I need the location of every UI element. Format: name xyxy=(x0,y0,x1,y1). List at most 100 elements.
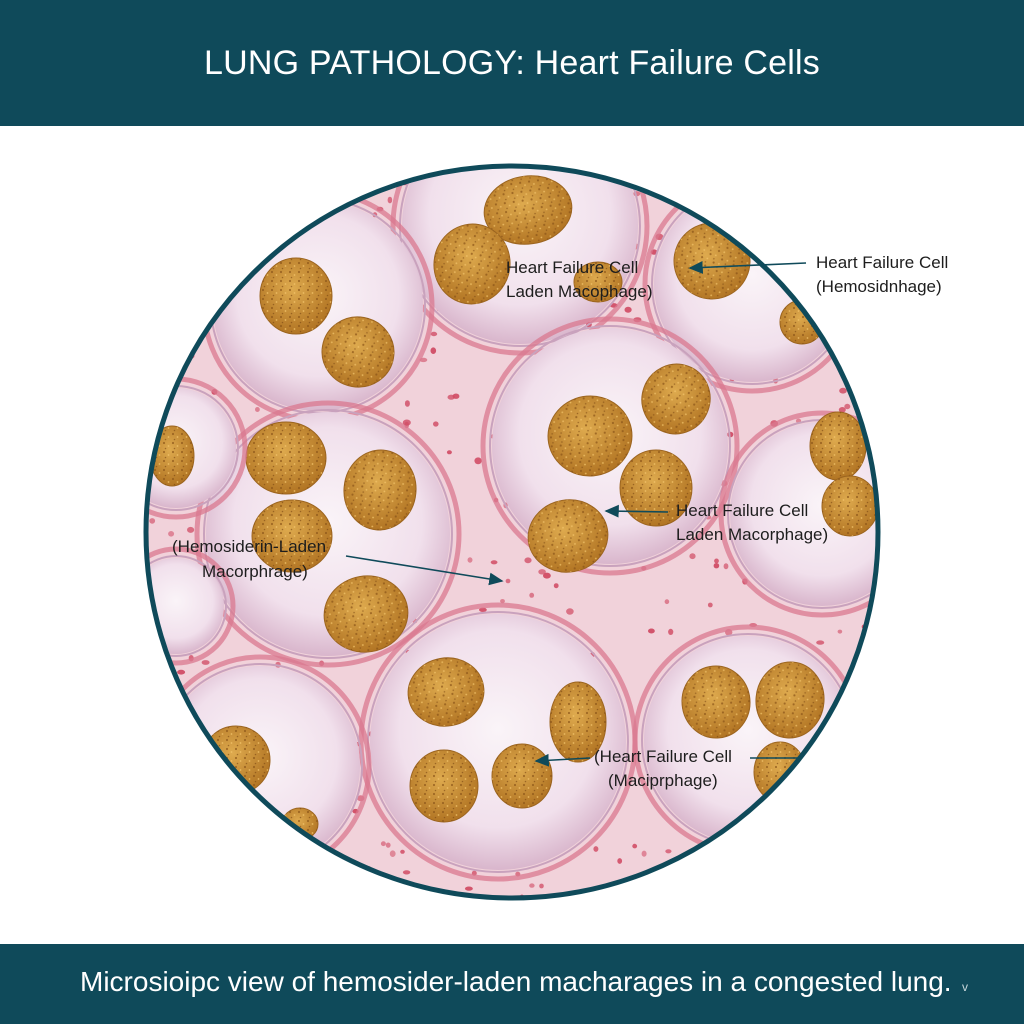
micrograph-border xyxy=(143,163,881,901)
red-blood-cell xyxy=(490,560,498,565)
red-blood-cell xyxy=(826,187,834,195)
red-blood-cell xyxy=(474,457,482,465)
red-blood-cell xyxy=(641,850,647,857)
red-blood-cell xyxy=(430,347,437,354)
red-blood-cell xyxy=(851,168,858,175)
macrophage xyxy=(681,665,751,739)
red-blood-cell xyxy=(224,259,232,267)
macrophage xyxy=(323,575,409,653)
red-blood-cell xyxy=(279,202,288,207)
red-blood-cell xyxy=(430,331,438,337)
red-blood-cell xyxy=(809,755,814,762)
header-bar: LUNG PATHOLOGY: Heart Failure Cells xyxy=(0,0,1024,126)
alveolus xyxy=(358,602,638,882)
red-blood-cell xyxy=(739,206,747,211)
red-blood-cell xyxy=(864,189,873,196)
red-blood-cell xyxy=(539,883,544,889)
red-blood-cell xyxy=(385,842,391,848)
svg-text:Macorphrage): Macorphrage) xyxy=(202,562,308,581)
macrophage xyxy=(259,257,333,335)
red-blood-cell xyxy=(553,583,559,589)
svg-text:Heart Failure Cell: Heart Failure Cell xyxy=(676,501,808,520)
red-blood-cell xyxy=(664,599,670,605)
alveolus xyxy=(480,316,740,576)
red-blood-cell xyxy=(225,255,232,262)
red-blood-cell xyxy=(617,858,623,864)
page-title: LUNG PATHOLOGY: Heart Failure Cells xyxy=(203,43,820,82)
svg-text:(Heart Failure Cell: (Heart Failure Cell xyxy=(594,747,732,766)
red-blood-cell xyxy=(244,251,252,258)
red-blood-cell xyxy=(173,189,182,195)
arrow-label-2 xyxy=(688,261,807,274)
alveoli xyxy=(146,166,878,882)
figure-area: Heart Failure Cell Laden Macophage) Hear… xyxy=(0,126,1024,944)
red-blood-cell xyxy=(836,336,844,342)
macrophage xyxy=(343,449,417,531)
red-blood-cell xyxy=(404,400,410,407)
alveolus xyxy=(201,189,435,423)
macrophage xyxy=(251,499,333,573)
red-blood-cell xyxy=(543,572,551,579)
red-blood-cell xyxy=(354,166,361,169)
macrophage xyxy=(201,725,271,795)
red-blood-cell xyxy=(500,599,505,604)
red-blood-cell xyxy=(838,407,846,413)
arrow-label-5 xyxy=(534,753,591,767)
red-blood-cell xyxy=(697,891,704,898)
alveolus xyxy=(194,400,462,668)
red-blood-cell xyxy=(208,214,213,219)
macrophage xyxy=(547,395,633,477)
footer-mark: v xyxy=(962,980,968,994)
macrophage xyxy=(491,743,553,809)
red-blood-cell xyxy=(223,174,229,181)
red-blood-cell xyxy=(345,890,351,897)
red-blood-cell xyxy=(465,886,473,891)
red-blood-cell xyxy=(876,174,878,179)
red-blood-cell xyxy=(849,240,856,247)
red-blood-cell xyxy=(168,186,177,191)
red-blood-cell xyxy=(479,607,487,612)
macrophage xyxy=(409,749,479,823)
red-blood-cell xyxy=(255,407,260,412)
label-heart-failure-cell-2: Heart Failure Cell (Hemosidnhage) xyxy=(816,253,948,296)
red-blood-cell xyxy=(624,306,632,313)
svg-text:Heart Failure Cell: Heart Failure Cell xyxy=(506,258,638,277)
red-blood-cell xyxy=(187,526,195,533)
micrograph-svg: Heart Failure Cell Laden Macophage) Hear… xyxy=(143,163,948,907)
svg-text:(Hemosidnhage): (Hemosidnhage) xyxy=(816,277,942,296)
red-blood-cell xyxy=(400,849,405,854)
red-blood-cell xyxy=(722,896,728,898)
red-blood-cell xyxy=(865,358,871,365)
macrophage xyxy=(149,425,195,487)
svg-text:Heart Failure Cell: Heart Failure Cell xyxy=(816,253,948,272)
red-blood-cell xyxy=(713,563,720,569)
red-blood-cell xyxy=(387,196,393,204)
macrophage xyxy=(753,741,807,803)
red-blood-cell xyxy=(157,259,164,265)
red-blood-cell xyxy=(733,858,739,865)
red-blood-cell xyxy=(870,650,876,657)
red-blood-cell xyxy=(839,387,847,394)
red-blood-cell xyxy=(723,563,729,570)
red-blood-cell xyxy=(452,393,460,399)
red-blood-cell xyxy=(853,848,861,855)
red-blood-cell xyxy=(851,754,860,760)
red-blood-cell xyxy=(689,553,696,560)
red-blood-cell xyxy=(593,846,599,852)
red-blood-cell xyxy=(837,629,843,634)
macrophage xyxy=(619,449,693,527)
red-blood-cell xyxy=(168,531,175,537)
red-blood-cell xyxy=(707,602,713,608)
red-blood-cell xyxy=(467,557,473,563)
red-blood-cell xyxy=(625,169,630,174)
red-blood-cell xyxy=(816,640,825,645)
red-blood-cell xyxy=(837,757,844,763)
red-blood-cell xyxy=(519,901,525,907)
red-blood-cell xyxy=(591,902,597,907)
svg-text:Laden Macorphage): Laden Macorphage) xyxy=(676,525,828,544)
red-blood-cell xyxy=(389,850,396,857)
red-blood-cell xyxy=(176,836,185,841)
red-blood-cell xyxy=(162,899,167,905)
macrophage xyxy=(641,363,711,435)
red-blood-cell xyxy=(223,881,231,887)
